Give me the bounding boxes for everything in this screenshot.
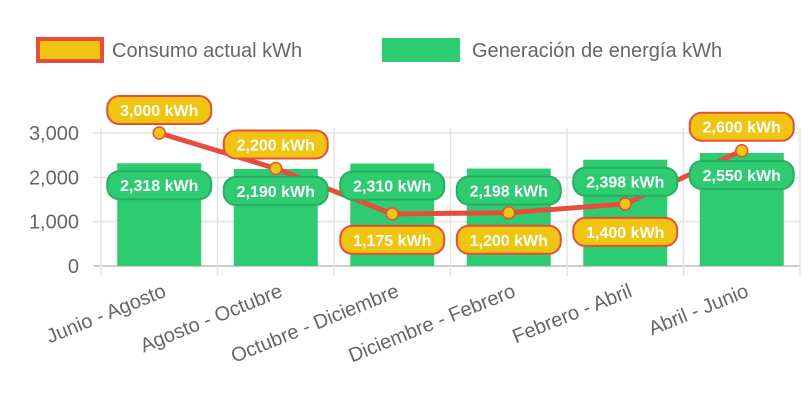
y-tick-label: 2,000 <box>29 167 79 189</box>
data-label-generacion: 2,318 kWh <box>106 170 213 201</box>
data-label-consumo: 1,400 kWh <box>572 216 679 247</box>
legend-label-consumo[interactable]: Consumo actual kWh <box>112 40 302 62</box>
data-label-generacion-text: 2,318 kWh <box>120 178 198 195</box>
data-label-consumo: 1,200 kWh <box>455 224 562 255</box>
data-label-consumo: 2,600 kWh <box>688 111 795 142</box>
legend-label-generacion[interactable]: Generación de energía kWh <box>472 40 722 62</box>
data-label-generacion-text: 2,398 kWh <box>586 175 664 192</box>
data-label-consumo-text: 2,200 kWh <box>237 137 315 154</box>
data-label-generacion-text: 2,198 kWh <box>470 184 548 201</box>
data-label-generacion: 2,550 kWh <box>688 159 795 190</box>
data-label-consumo: 1,175 kWh <box>339 224 446 255</box>
x-tick-label: Febrero - Abril <box>509 280 635 348</box>
y-tick-label: 1,000 <box>29 212 79 234</box>
data-label-consumo-text: 2,600 kWh <box>703 120 781 137</box>
data-label-generacion-text: 2,550 kWh <box>703 168 781 185</box>
data-label-consumo-text: 1,175 kWh <box>353 233 431 250</box>
data-label-consumo-text: 3,000 kWh <box>120 103 198 120</box>
point-consumo[interactable] <box>618 197 632 211</box>
legend-swatch-consumo[interactable] <box>36 37 104 63</box>
data-labels: 2,318 kWh 2,190 kWh 2,310 kWh 2,198 kWh 2,39… <box>106 95 795 255</box>
legend-swatch-generacion[interactable] <box>382 38 460 62</box>
data-label-consumo: 3,000 kWh <box>106 95 213 125</box>
data-label-generacion-text: 2,190 kWh <box>237 184 315 201</box>
y-tick-label: 0 <box>68 256 79 278</box>
data-label-generacion-text: 2,310 kWh <box>353 179 431 196</box>
data-label-generacion: 2,190 kWh <box>222 175 329 206</box>
data-label-consumo: 2,200 kWh <box>222 129 329 160</box>
y-tick-label: 3,000 <box>29 123 79 145</box>
data-label-generacion: 2,310 kWh <box>339 170 446 201</box>
point-consumo[interactable] <box>152 126 166 140</box>
point-consumo[interactable] <box>502 206 516 220</box>
point-consumo[interactable] <box>735 143 749 158</box>
data-label-consumo-text: 1,400 kWh <box>586 225 664 242</box>
x-tick-label: Abril - Junio <box>645 280 751 340</box>
data-label-consumo-text: 1,200 kWh <box>470 233 548 250</box>
data-label-generacion: 2,398 kWh <box>572 166 679 197</box>
point-consumo[interactable] <box>385 207 399 221</box>
legend[interactable]: Consumo actual kWh Generación de energía… <box>36 37 722 63</box>
point-consumo[interactable] <box>269 161 283 176</box>
data-label-generacion: 2,198 kWh <box>455 175 562 206</box>
